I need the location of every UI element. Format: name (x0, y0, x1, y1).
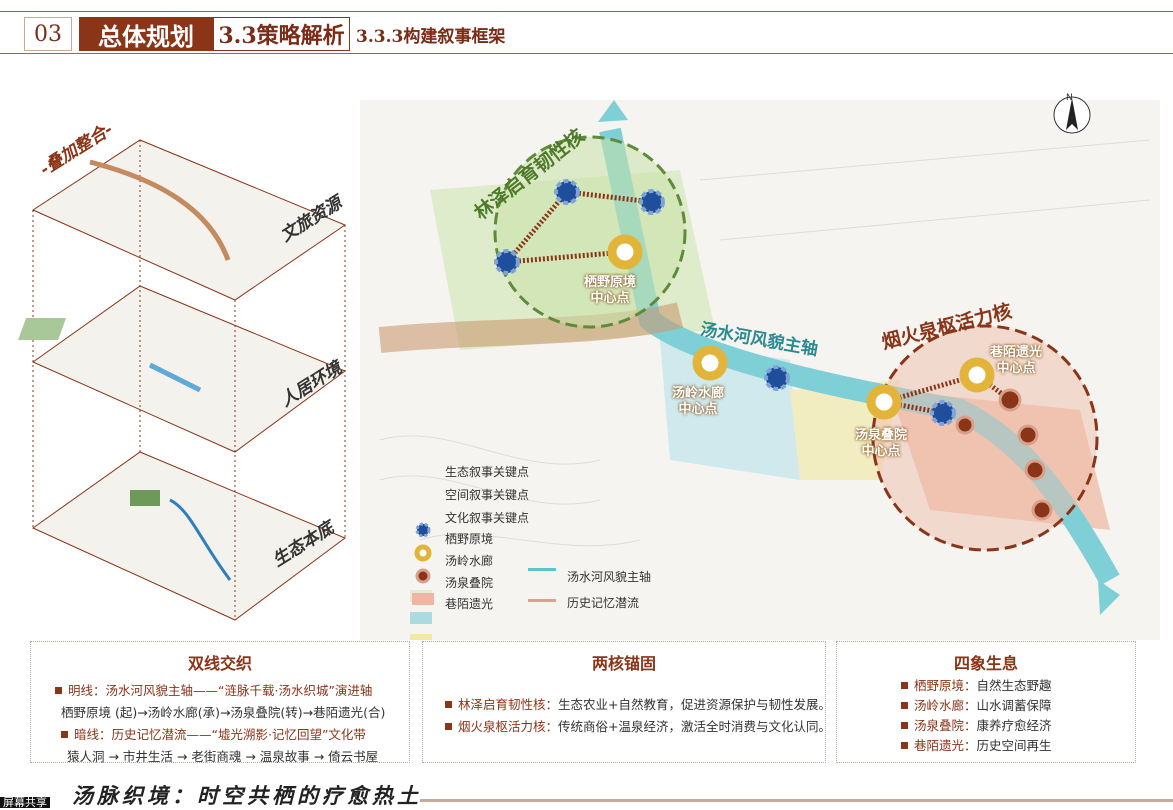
bullet-icon (61, 731, 68, 738)
legend-swatch-xiangmo (412, 593, 434, 605)
zone-item-key: 汤岭水廊： (914, 698, 977, 713)
legend-qiye: 栖野原境 (445, 532, 494, 546)
core-item-key: 林泽启育韧性核： (458, 697, 559, 712)
memory-arrow-icon (528, 599, 556, 602)
dark-line-sequence: 猿人洞 → 市井生活 → 老街商魂 → 温泉故事 → 倚云书屋 (67, 749, 379, 764)
center-label-qiye: 栖野原境 中心点 (584, 275, 637, 306)
screen-share-badge[interactable]: 屏幕共享 (0, 797, 50, 808)
legend-tangling: 汤岭水廊 (445, 554, 494, 568)
culture-key-points (955, 388, 1053, 521)
core-circle-red (871, 324, 1099, 552)
header-bottom-rule (0, 53, 1173, 54)
zone-item-value: 历史空间再生 (976, 738, 1052, 753)
core-item-value: 生态农业+自然教育，促进资源保护与韧性发展。 (558, 697, 831, 712)
axis-arrow-icon (528, 568, 556, 571)
center-label-tangling: 汤岭水廊 中心点 (672, 386, 725, 417)
legend-space-point: 空间叙事关键点 (445, 488, 530, 502)
four-zones-title: 四象生息 (953, 654, 1018, 673)
core-item-value: 传统商俗+温泉经济，激活全时消费与文化认同。 (558, 719, 831, 734)
bright-line-sequence: 栖野原境 (起)→汤岭水廊(承)→汤泉叠院(转)→巷陌遗光(合) (61, 705, 386, 720)
zone-item-value: 山水调蓄保障 (976, 698, 1052, 713)
eco-key-points (494, 179, 956, 426)
history-flow-arrow (89, 159, 231, 261)
zone-item-key: 栖野原境： (914, 678, 977, 693)
legend-culture-point: 文化叙事关键点 (445, 511, 530, 525)
dual-line-box: 双线交织 明线：汤水河风貌主轴——“涟脉千载·汤水织城”演进轴 栖野原境 (起)… (30, 641, 410, 764)
zone-item-key: 汤泉叠院： (914, 718, 977, 733)
north-arrow-icon (1053, 96, 1091, 134)
zone-item-value: 康养疗愈经济 (976, 718, 1052, 733)
chapter-number: 03 (24, 17, 72, 51)
legend-main-axis: 汤水河风貌主轴 (567, 570, 652, 584)
dual-line-title: 双线交织 (187, 654, 252, 673)
layer-stack-diagram (18, 139, 347, 621)
bright-line-text: 明线：汤水河风貌主轴——“涟脉千载·汤水织城”演进轴 (68, 683, 373, 698)
subsubsection-title: 3.3.3构建叙事框架 (356, 26, 506, 47)
narrative-framework-map (360, 96, 1160, 640)
history-memory-flow (378, 302, 684, 353)
layer-plane-ecology (32, 451, 347, 621)
legend-memory-flow: 历史记忆潜流 (567, 596, 640, 610)
slogan: 汤脉织境：时空共栖的疗愈热土 (72, 783, 422, 808)
core-item-key: 烟火泉枢活力核： (458, 719, 559, 734)
dark-line-text: 暗线：历史记忆潜流——“墟光溯影·记忆回望”文化带 (74, 727, 366, 742)
two-cores-box: 两核锚固 林泽启育韧性核：生态农业+自然教育，促进资源保护与韧性发展。 烟火泉枢… (422, 641, 831, 763)
footer-bar (420, 799, 1173, 802)
legend-xiangmo: 巷陌遗光 (445, 597, 494, 611)
bullet-icon (55, 687, 62, 694)
section-title: 总体规划 (79, 17, 213, 51)
subsection-title: 3.3策略解析 (213, 17, 350, 51)
zone-item-value: 自然生态野趣 (976, 678, 1052, 693)
space-key-points (607, 234, 995, 420)
zone-item-key: 巷陌遗光： (914, 738, 977, 753)
four-zones-box: 四象生息 栖野原境：自然生态野趣 汤岭水廊：山水调蓄保障 汤泉叠院：康养疗愈经济… (836, 641, 1136, 763)
header-top-rule (0, 11, 1173, 12)
legend-tangquan: 汤泉叠院 (445, 576, 494, 590)
center-label-xiangmo: 巷陌遗光 中心点 (990, 345, 1043, 376)
center-label-tangquan: 汤泉叠院 中心点 (855, 428, 908, 459)
legend-eco-point: 生态叙事关键点 (445, 465, 530, 479)
north-label: N (1066, 93, 1073, 103)
two-cores-title: 两核锚固 (591, 654, 656, 673)
core-circle-green (493, 135, 687, 329)
